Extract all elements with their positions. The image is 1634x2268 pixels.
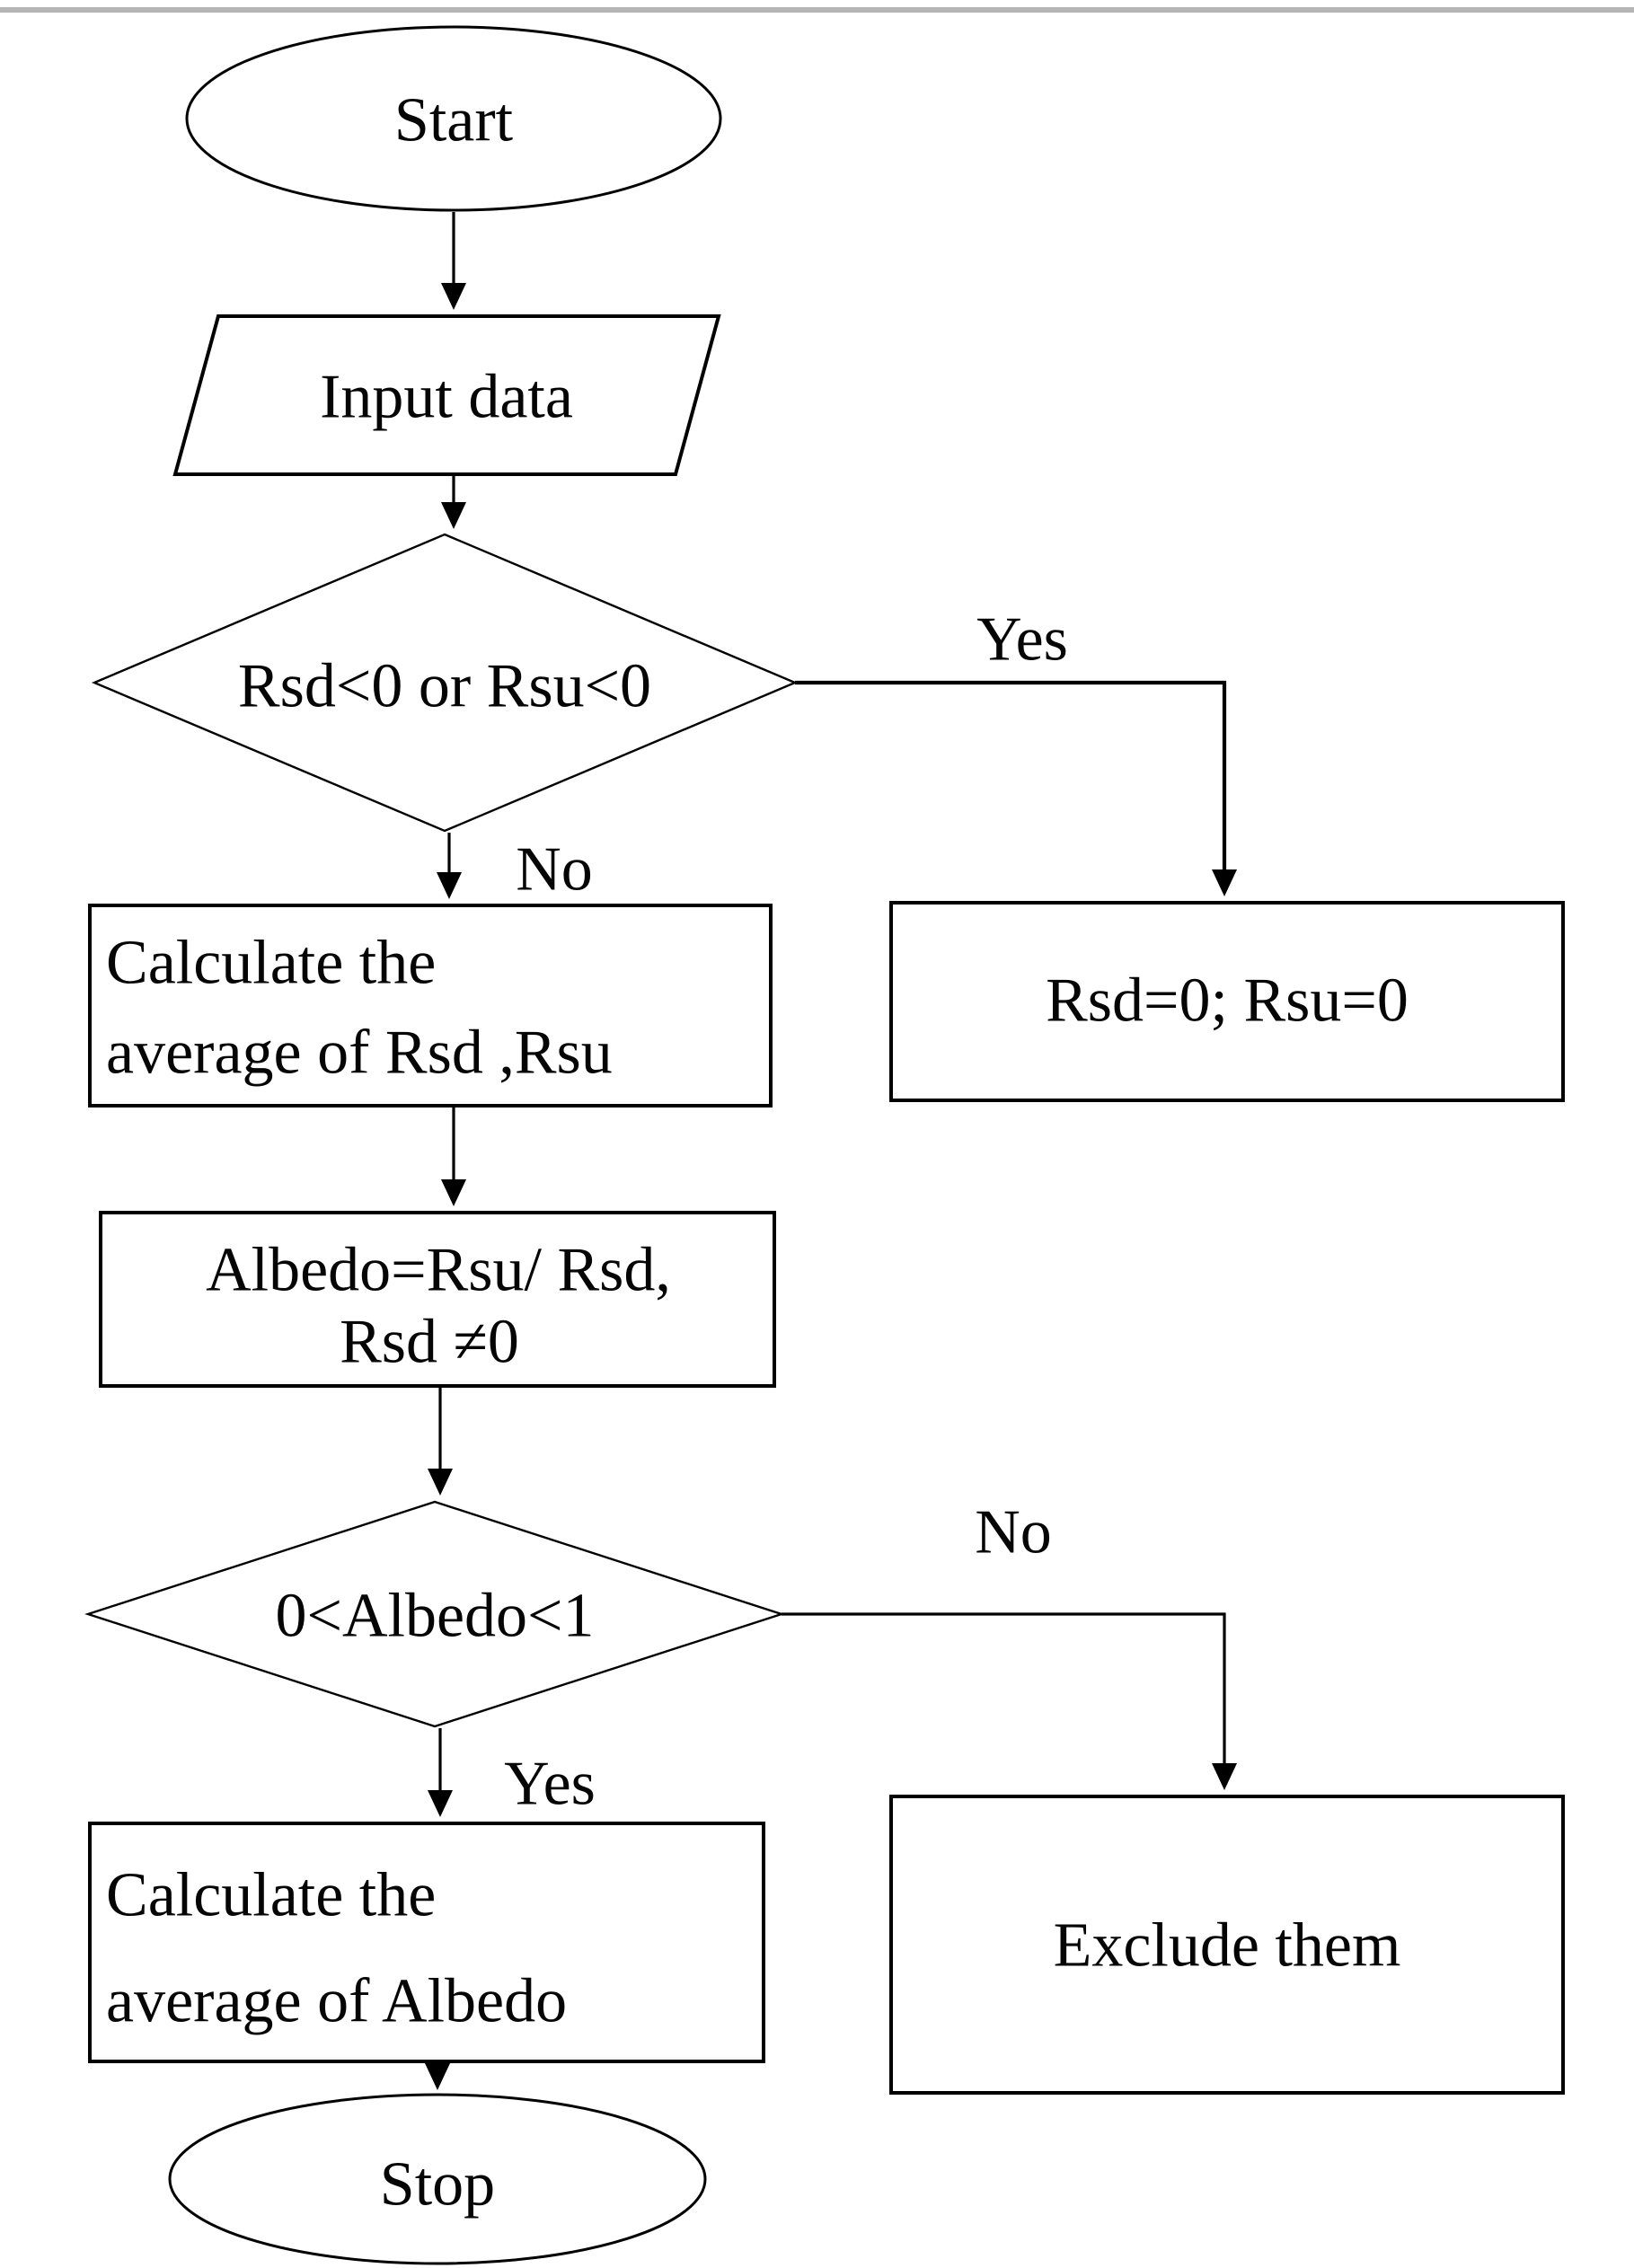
albedo-line1: Albedo=Rsu/ Rsd,	[206, 1235, 671, 1305]
start-label: Start	[393, 85, 514, 155]
top-divider-rule	[0, 7, 1634, 13]
input-data-label: Input data	[320, 362, 573, 432]
stop-terminator-oval	[168, 2093, 707, 2265]
set-zero-label: Rsd=0; Rsu=0	[1046, 966, 1409, 1036]
decision2-yes-label: Yes	[504, 1749, 596, 1819]
process-exclude-box	[889, 1795, 1565, 2095]
decision1-label: Rsd<0 or Rsu<0	[237, 651, 652, 721]
process-average-albedo-box	[88, 1822, 765, 2063]
decision1-diamond	[91, 533, 799, 833]
decision2-label: 0<Albedo<1	[275, 1581, 595, 1651]
decision1-no-label: No	[516, 834, 593, 905]
connector-decision2-no	[782, 1612, 1237, 1790]
process1-line2: average of Rsd ,Rsu	[106, 1018, 613, 1088]
exclude-label: Exclude them	[1053, 1911, 1401, 1981]
process3-line1: Calculate the	[106, 1860, 437, 1930]
process1-line1: Calculate the	[106, 928, 437, 998]
connector-decision1-yes	[795, 680, 1237, 896]
decision1-yes-label: Yes	[976, 605, 1068, 675]
process3-line2: average of Albedo	[106, 1966, 568, 2036]
albedo-line2: Rsd ≠0	[340, 1307, 519, 1377]
decision2-diamond	[84, 1500, 785, 1728]
start-terminator-oval	[185, 25, 722, 212]
decision2-no-label: No	[975, 1497, 1052, 1567]
process-albedo-box	[99, 1211, 776, 1388]
process-set-zero-box	[889, 901, 1565, 1102]
stop-label: Stop	[379, 2149, 496, 2219]
input-data-parallelogram	[172, 314, 721, 476]
process-average-rsd-rsu-box	[88, 904, 773, 1108]
